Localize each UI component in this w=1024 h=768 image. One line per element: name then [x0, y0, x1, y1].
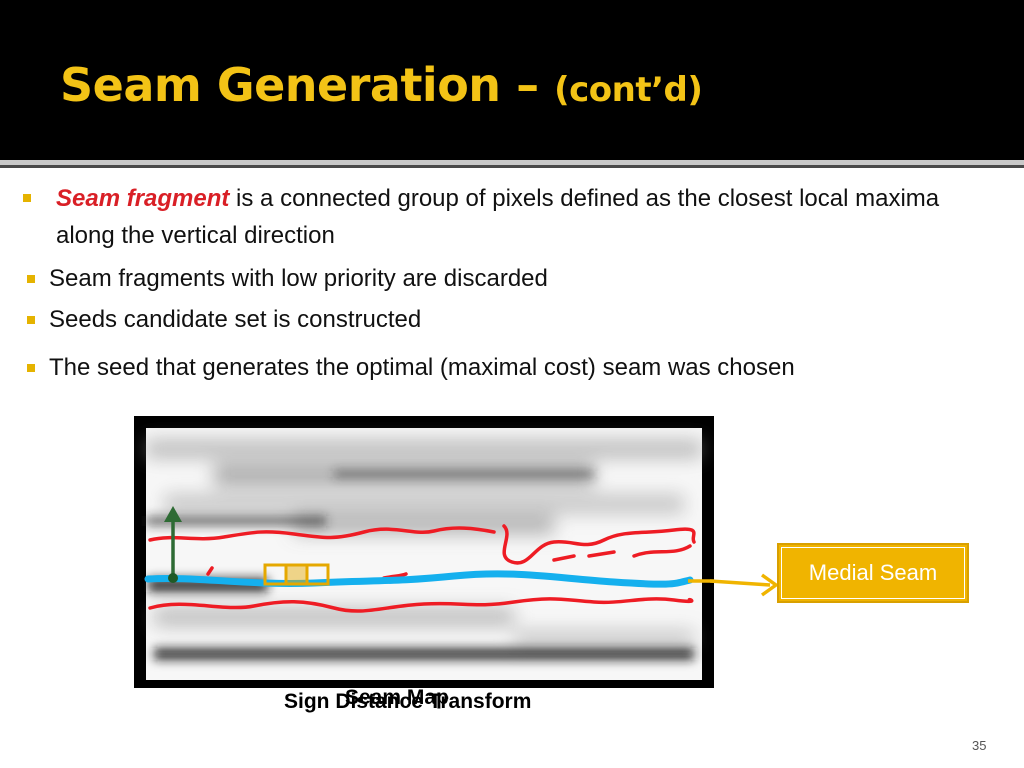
bullet-seam-fragment: Seam fragment is a connected group of pi…: [23, 180, 956, 254]
slide-title-sub: (cont’d): [554, 70, 703, 110]
seed-box-3: [305, 563, 330, 586]
seam-fragments: [148, 524, 696, 613]
bullet-marker-icon: [23, 194, 31, 202]
seed-box-2: [284, 563, 309, 586]
medial-seam-line: [144, 570, 694, 588]
upper-fragment-6: [206, 566, 214, 576]
title-divider: [0, 160, 1024, 165]
bullet-text: The seed that generates the optimal (max…: [49, 354, 795, 381]
caption-seam-map: Seam Map: [345, 686, 449, 709]
seed-candidates: [263, 563, 330, 586]
upper-fragment-4: [587, 550, 616, 558]
bullet-marker-icon: [27, 275, 35, 283]
upper-fragment-5: [632, 544, 692, 558]
seam-figure: [134, 416, 714, 688]
upper-fragment-2: [502, 524, 696, 565]
bullet-text: Seam fragments with low priority are dis…: [49, 265, 548, 292]
bullet-optimal-seed: The seed that generates the optimal (max…: [27, 349, 795, 386]
bullet-low-priority: Seam fragments with low priority are dis…: [27, 260, 548, 297]
bullet-marker-icon: [27, 364, 35, 372]
caption-sign-distance-transform: Sign Distance Transform: [284, 690, 532, 713]
bullet-text: is a connected group of pixels defined a…: [56, 185, 940, 249]
seam-map-image: [134, 416, 714, 688]
distance-field-shading: [146, 440, 702, 646]
bullet-seeds-candidate: Seeds candidate set is constructed: [27, 301, 422, 338]
page-number: 35: [972, 738, 987, 753]
upper-fragment-1: [148, 526, 496, 542]
bullet-marker-icon: [27, 316, 35, 324]
slide-title-main: Seam Generation –: [60, 58, 539, 112]
seed-arrow: [164, 506, 182, 583]
upper-fragment-3: [552, 554, 576, 562]
title-divider-shadow: [0, 165, 1024, 168]
connector-arrow-icon: [710, 573, 778, 597]
slide-title: Seam Generation – (cont’d): [60, 58, 703, 112]
medial-seam-label-box: Medial Seam: [777, 543, 969, 603]
lower-fragment: [148, 597, 694, 613]
bullet-text: Seeds candidate set is constructed: [49, 306, 422, 333]
bullet-emphasis: Seam fragment: [56, 185, 230, 212]
title-bar: Seam Generation – (cont’d): [0, 0, 1024, 160]
